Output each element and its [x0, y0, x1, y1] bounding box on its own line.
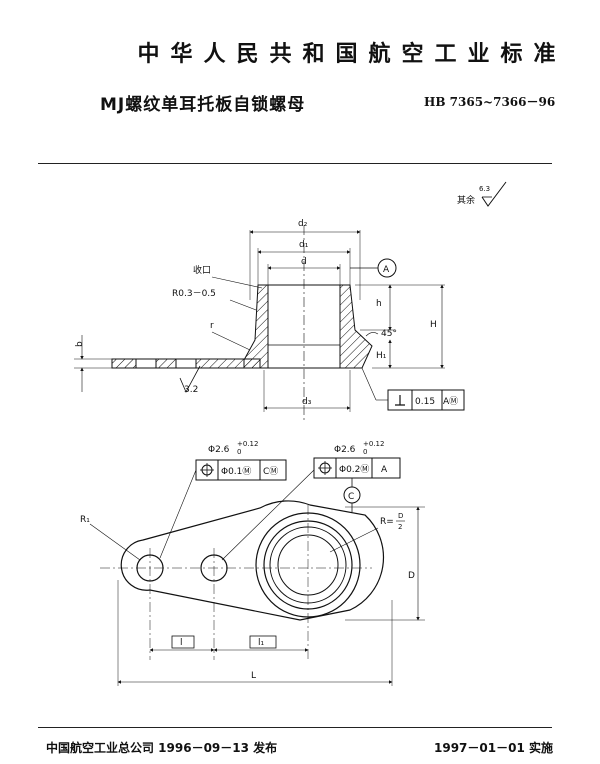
dim-D: D [408, 571, 415, 581]
dim-l1: l₁ [258, 638, 265, 648]
radius-note: R0.3－0.5 [172, 289, 216, 299]
dim-L: L [251, 671, 256, 681]
hole-right-datum: A [381, 465, 388, 475]
ear-outline [120, 500, 385, 621]
publish-info: 中国航空工业总公司 1996－09－13 发布 [46, 741, 278, 755]
svg-text:6.3: 6.3 [479, 185, 490, 193]
nut-wall-right [339, 284, 373, 369]
dim-R1: R₁ [80, 515, 90, 525]
svg-text:+0.12: +0.12 [237, 440, 258, 448]
perp-tol-value: 0.15 [415, 397, 435, 407]
datum-a-label: A [383, 265, 390, 275]
svg-text:2: 2 [398, 523, 402, 531]
hole-right-size: Φ2.6 [334, 445, 356, 455]
hole-left-datum: CⓂ [263, 466, 278, 477]
document-code: HB 7365~7366－96 [424, 95, 556, 109]
effective-date: 1997－01－01 实施 [434, 741, 553, 755]
datum-c-label: C [348, 492, 354, 502]
svg-text:0: 0 [363, 448, 367, 456]
standard-org-title: 中华人民共和国航空工业标准 [137, 42, 567, 67]
dim-R-label: R= [380, 517, 394, 527]
svg-text:+0.12: +0.12 [363, 440, 384, 448]
dim-H1: H₁ [376, 351, 387, 361]
r-label: r [210, 321, 214, 331]
footer-rule [38, 727, 552, 728]
roughness-mark [179, 365, 201, 393]
perp-tol-ref: AⓂ [443, 396, 458, 407]
hole-left-pos-tol: Φ0.1Ⓜ [221, 466, 251, 477]
dim-b: b [75, 341, 85, 347]
datum-a-circle [377, 258, 397, 278]
document-title: MJ螺纹单耳托板自锁螺母 [100, 95, 306, 115]
perpendicularity-icon [395, 395, 405, 406]
angle-45: 45° [381, 329, 397, 339]
plan-view: R₁ Φ2.6 +0.12 0 Φ0.1Ⓜ CⓂ Φ2.6 +0.12 0 Φ0… [80, 440, 425, 686]
hole-right-pos-tol: Φ0.2Ⓜ [339, 464, 369, 475]
dim-d2: d₂ [298, 219, 308, 229]
nut-wall-left [243, 284, 269, 369]
svg-text:其余: 其余 [457, 194, 475, 206]
crimp-note: 收口 [193, 264, 211, 276]
dim-l: l [180, 638, 183, 648]
dim-d1: d₁ [299, 240, 309, 250]
hole-left-size: Φ2.6 [208, 445, 230, 455]
dim-H: H [430, 320, 437, 330]
surface-roughness-symbol: 其余 6.3 [457, 181, 507, 207]
dim-h: h [376, 299, 382, 309]
dim-d3: d₃ [302, 397, 312, 407]
header-rule [38, 163, 552, 164]
svg-text:0: 0 [237, 448, 241, 456]
svg-text:D: D [398, 512, 403, 520]
dim-d: d [301, 257, 307, 267]
side-view: d₂ d₁ d A 收口 R0.3－0.5 r b 3.2 h [74, 219, 465, 420]
roughness-32: 3.2 [184, 385, 198, 395]
